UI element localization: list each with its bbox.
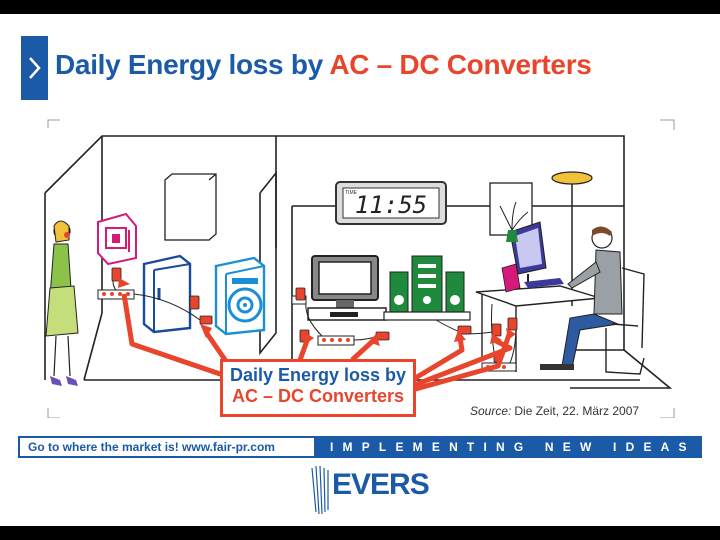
logo-mark-icon: [311, 465, 329, 515]
slide: Daily Energy loss by AC – DC Converters: [0, 14, 720, 526]
logo-text: EVERS: [332, 468, 430, 501]
clock-label: TIME: [345, 190, 358, 196]
caption-line1: Daily Energy loss by: [229, 365, 407, 385]
evers-logo: EVERS: [306, 464, 430, 516]
title-marker: [21, 36, 48, 100]
chair: [605, 267, 645, 375]
source-text: Die Zeit, 22. März 2007: [514, 404, 640, 418]
microwave: [97, 212, 137, 266]
stereo: [383, 255, 471, 321]
caption-box: Daily Energy loss by AC – DC Converters: [220, 359, 416, 417]
page-title: Daily Energy loss by AC – DC Converters: [55, 49, 592, 81]
source-label: Source:: [470, 404, 512, 418]
caption-line2: AC – DC Converters: [231, 386, 405, 406]
arrow-heads: [118, 278, 516, 346]
washing-machine: [214, 256, 266, 336]
computer: [501, 221, 564, 293]
clock-time: 11:55: [355, 191, 427, 219]
footer-bar: Go to where the market is! www.fair-pr.c…: [18, 436, 702, 458]
woman-figure: [45, 220, 79, 386]
man-figure: [540, 226, 623, 370]
tv: [307, 255, 387, 321]
corner-marks: [47, 119, 675, 418]
footer-slogan: Go to where the market is! www.fair-pr.c…: [20, 438, 314, 456]
title-part1: Daily Energy loss by: [55, 49, 330, 80]
source-note: Source:Die Zeit, 22. März 2007: [470, 404, 639, 418]
plant: [499, 201, 529, 242]
title-row: Daily Energy loss by AC – DC Converters: [21, 36, 701, 100]
footer-tagline: IMPLEMENTING NEW IDEAS: [330, 440, 696, 454]
chevron-right-icon: [29, 57, 41, 79]
title-part2: AC – DC Converters: [329, 49, 592, 80]
window-left: [164, 173, 217, 241]
clock-display: TIME 11:55: [335, 181, 447, 225]
fridge: [142, 254, 192, 334]
